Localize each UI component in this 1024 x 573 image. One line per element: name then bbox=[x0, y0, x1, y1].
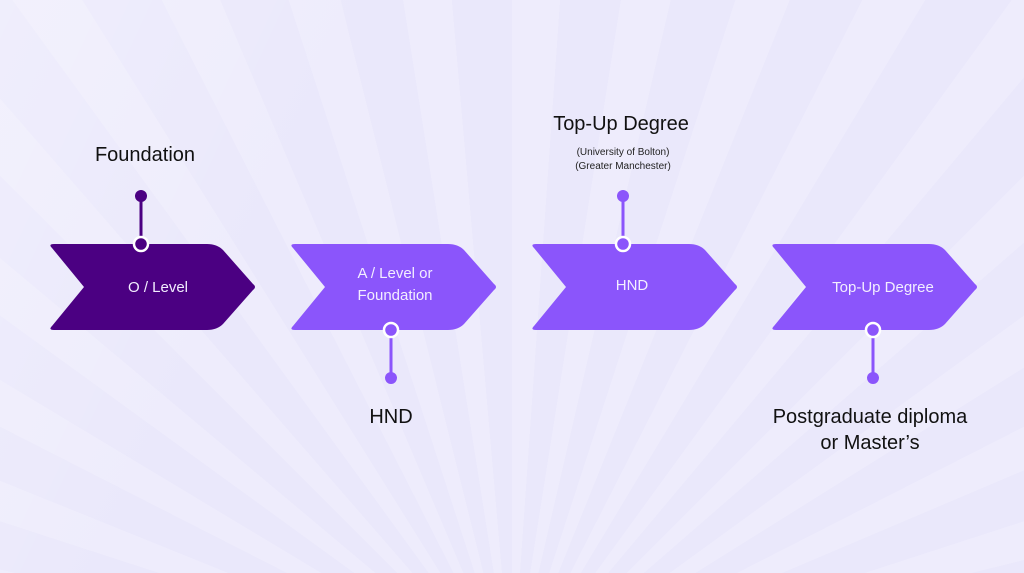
step-2-chevron bbox=[291, 244, 496, 330]
step-1-callout-title: Foundation bbox=[94, 144, 196, 166]
step-2-label-line-1: A / Level or bbox=[357, 265, 433, 282]
step-1-connector-dot bbox=[135, 190, 147, 202]
step-3-chevron bbox=[532, 244, 737, 330]
step-4-connector-ring bbox=[864, 321, 882, 339]
step-3-callout-sub-1: (University of Bolton) bbox=[576, 147, 670, 158]
step-3-connector-dot bbox=[617, 190, 629, 202]
step-4-connector-dot bbox=[867, 372, 879, 384]
step-4-callout-title: Postgraduate diploma or Master’s bbox=[773, 404, 968, 456]
step-2-connector-dot bbox=[385, 372, 397, 384]
step-4-callout-line-2: or Master’s bbox=[820, 432, 920, 454]
step-3-label: HND bbox=[616, 275, 649, 297]
step-1-label-line: O / Level bbox=[127, 279, 189, 296]
step-3-callout-title: Top-Up Degree bbox=[553, 113, 689, 135]
step-2-label: A / Level or Foundation bbox=[357, 263, 432, 307]
step-4-label: Top-Up Degree bbox=[832, 277, 934, 299]
step-4-chevron bbox=[772, 244, 977, 330]
step-2-callout-title: HND bbox=[369, 406, 413, 428]
step-4-label-line: Top-Up Degree bbox=[832, 279, 934, 296]
step-2-label-line-2: Foundation bbox=[357, 287, 433, 304]
step-3-connector-ring bbox=[614, 235, 632, 253]
step-1-chevron bbox=[50, 244, 256, 330]
step-4-callout-line-1: Postgraduate diploma bbox=[772, 406, 968, 428]
step-2-connector-ring bbox=[382, 321, 400, 339]
step-3-label-line: HND bbox=[615, 277, 649, 294]
step-3-callout-subtitle: (University of Bolton) (Greater Manchest… bbox=[575, 146, 671, 174]
step-3-callout-sub-2: (Greater Manchester) bbox=[575, 161, 671, 172]
step-1-label: O / Level bbox=[128, 277, 188, 299]
step-1-connector-ring bbox=[132, 235, 150, 253]
